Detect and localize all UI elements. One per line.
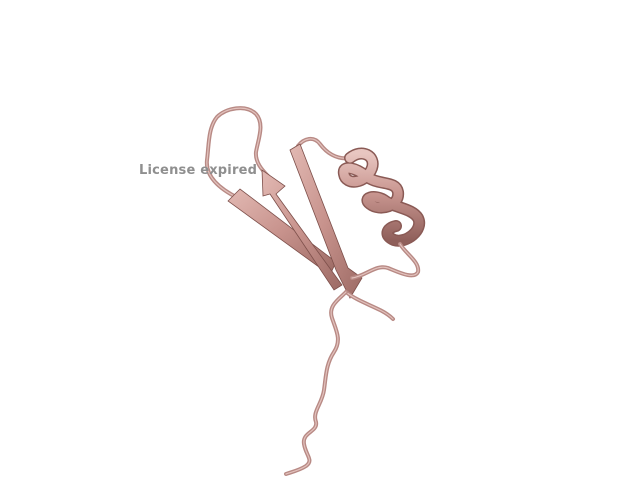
loop-top-coil — [204, 106, 270, 200]
loop-helix-to-center — [350, 242, 421, 280]
license-watermark: License expired — [139, 163, 258, 178]
alpha-helix — [337, 147, 426, 247]
beta-strand-2 — [261, 169, 343, 291]
beta-strand-3 — [289, 143, 363, 299]
terminal-tail-coil — [284, 290, 348, 476]
